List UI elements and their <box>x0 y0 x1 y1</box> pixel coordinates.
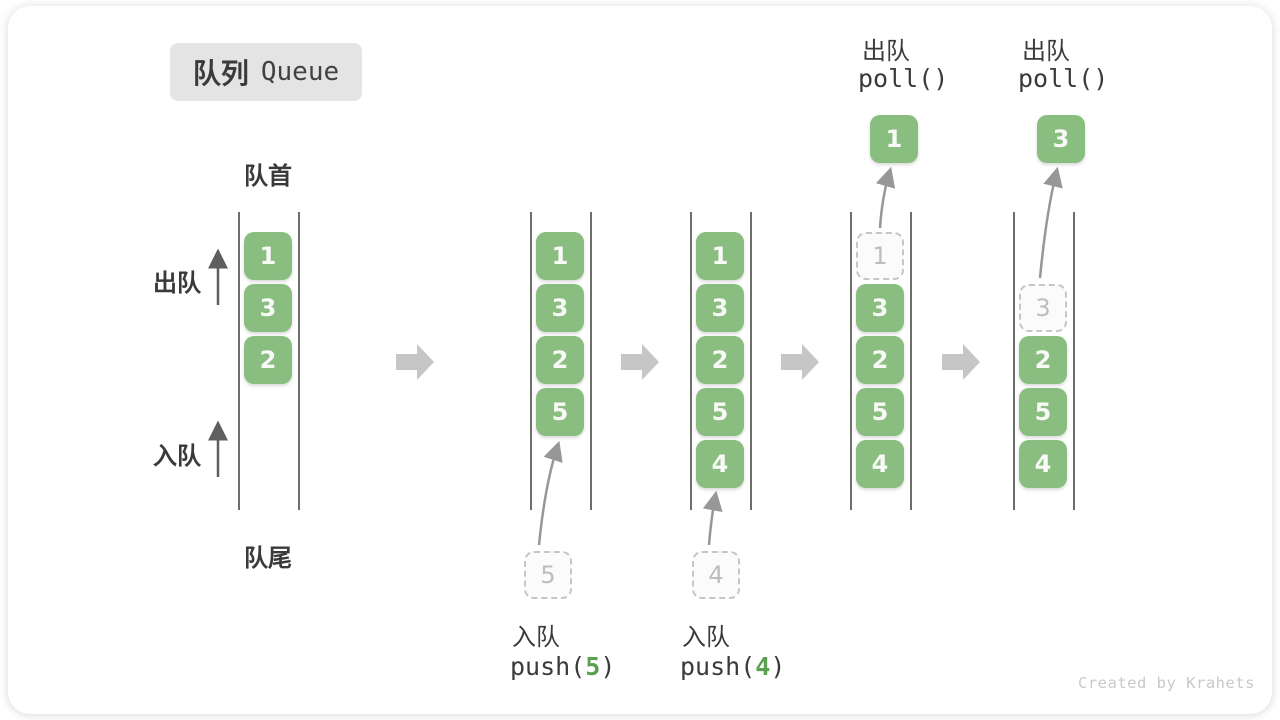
queue-cell: 2 <box>1019 336 1067 384</box>
queue-cell: 3 <box>856 284 904 332</box>
poll-code-label: poll() <box>858 64 949 93</box>
queue-cell: 4 <box>696 440 744 488</box>
next-state-arrow-icon <box>396 344 434 380</box>
dequeue-side-label: 出队 <box>153 269 201 297</box>
queue-front-label: 队首 <box>244 162 292 190</box>
queue-cell: 1 <box>696 232 744 280</box>
next-state-arrow-icon <box>942 344 980 380</box>
queue-rear-label: 队尾 <box>244 544 292 572</box>
column-line <box>750 212 752 510</box>
ghost-cell: 3 <box>1019 284 1067 332</box>
queue-cell: 3 <box>536 284 584 332</box>
push-code-suffix: ) <box>600 652 616 681</box>
push-code-label: push(5) <box>510 652 615 681</box>
queue-cell: 4 <box>1019 440 1067 488</box>
queue-cell: 1 <box>536 232 584 280</box>
ghost-cell: 1 <box>856 232 904 280</box>
dequeue-op-label: 出队 <box>862 37 910 65</box>
queue-cell: 2 <box>244 336 292 384</box>
popped-cell: 1 <box>870 115 918 163</box>
queue-cell: 4 <box>856 440 904 488</box>
popped-cell: 3 <box>1037 115 1085 163</box>
push-code-prefix: push( <box>510 652 586 681</box>
column-line <box>910 212 912 510</box>
queue-cell: 5 <box>1019 388 1067 436</box>
queue-cell: 5 <box>696 388 744 436</box>
column-line <box>690 212 692 510</box>
column-line <box>1073 212 1075 510</box>
queue-cell: 3 <box>696 284 744 332</box>
push-arg: 5 <box>585 652 601 681</box>
queue-cell: 5 <box>536 388 584 436</box>
enqueue-op-label: 入队 <box>512 623 560 651</box>
push-arg: 4 <box>755 652 771 681</box>
column-line <box>298 212 300 510</box>
title-zh: 队列 <box>192 57 249 90</box>
queue-cell: 2 <box>696 336 744 384</box>
column-line <box>850 212 852 510</box>
ghost-cell: 4 <box>692 551 740 599</box>
queue-cell: 2 <box>856 336 904 384</box>
dequeue-op-label: 出队 <box>1022 37 1070 65</box>
queue-cell: 5 <box>856 388 904 436</box>
next-state-arrow-icon <box>621 344 659 380</box>
title-badge: 队列 Queue <box>170 43 362 101</box>
enqueue-op-label: 入队 <box>682 623 730 651</box>
title-en: Queue <box>260 57 340 87</box>
queue-cell: 2 <box>536 336 584 384</box>
column-line <box>1013 212 1015 510</box>
next-state-arrow-icon <box>781 344 819 380</box>
column-line <box>530 212 532 510</box>
push-code-prefix: push( <box>680 652 756 681</box>
enqueue-side-label: 入队 <box>153 442 201 470</box>
push-code-label: push(4) <box>680 652 785 681</box>
push-code-suffix: ) <box>770 652 786 681</box>
column-line <box>590 212 592 510</box>
queue-cell: 1 <box>244 232 292 280</box>
ghost-cell: 5 <box>524 551 572 599</box>
column-line <box>238 212 240 510</box>
poll-code-label: poll() <box>1018 64 1109 93</box>
queue-cell: 3 <box>244 284 292 332</box>
watermark: Created by Krahets <box>1078 674 1255 692</box>
